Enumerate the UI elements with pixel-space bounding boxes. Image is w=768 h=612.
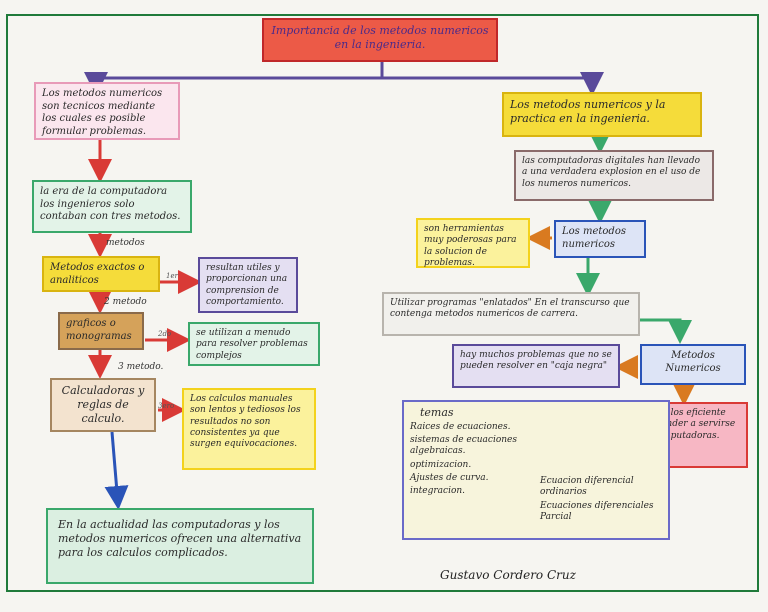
numeric-methods-box: Metodos Numericos bbox=[640, 344, 746, 385]
topics-title: temas bbox=[420, 406, 454, 419]
method2-box: graficos o monogramas bbox=[58, 312, 144, 350]
numeric-methods-text: Metodos Numericos bbox=[665, 350, 721, 374]
topic-item: integracion. bbox=[410, 486, 466, 496]
topics-list: Raices de ecuaciones. sistemas de ecuaci… bbox=[410, 422, 538, 498]
topic-item: sistemas de ecuaciones algebraicas. bbox=[410, 435, 517, 457]
computers-box: las computadoras digitales han llevado a… bbox=[514, 150, 714, 201]
method2-text: graficos o monogramas bbox=[66, 318, 132, 342]
black-box-text: hay muchos problemas que no se pueden re… bbox=[460, 350, 612, 372]
label-3-metodo: 3 metodo. bbox=[118, 362, 164, 372]
method2-note-text: se utilizan a menudo para resolver probl… bbox=[196, 328, 308, 361]
computer-era-text: la era de la computadora los ingenieros … bbox=[40, 186, 181, 222]
topic-extra-item: Ecuacion diferencial ordinarios bbox=[540, 476, 634, 498]
practice-text: Los metodos numericos y la practica en l… bbox=[510, 98, 666, 125]
method3-note-box: Los calculos manuales son lentos y tedio… bbox=[182, 388, 316, 470]
method1-note-text: resultan utiles y proporcionan una compr… bbox=[206, 263, 288, 307]
method3-note-text: Los calculos manuales son lentos y tedio… bbox=[190, 394, 301, 449]
method2-note-box: se utilizan a menudo para resolver probl… bbox=[188, 322, 320, 366]
computers-text: las computadoras digitales han llevado a… bbox=[522, 156, 701, 189]
label-metodos: metodos bbox=[106, 238, 145, 248]
topics-box: temas Raices de ecuaciones. sistemas de … bbox=[402, 400, 670, 540]
topic-item: Ajustes de curva. bbox=[410, 472, 489, 483]
title-text: Importancia de los metodos numericos en … bbox=[271, 24, 489, 51]
m3-to-conclusion-arrow bbox=[104, 431, 129, 510]
black-box-note: hay muchos problemas que no se pueden re… bbox=[452, 344, 620, 388]
programs-to-numeric-arrow bbox=[640, 318, 692, 344]
programs-text: Utilizar programas "enlatados" En el tra… bbox=[390, 298, 630, 320]
label-1er: 1er bbox=[166, 272, 178, 280]
signature: Gustavo Cordero Cruz bbox=[440, 568, 576, 582]
topic-item: Raices de ecuaciones. bbox=[410, 421, 511, 432]
methods-box: Los metodos numericos bbox=[554, 220, 646, 258]
topic-extra-item: Ecuaciones diferenciales Parcial bbox=[540, 500, 654, 522]
conclusion-box: En la actualidad las computadoras y los … bbox=[46, 508, 314, 584]
title-box: Importancia de los metodos numericos en … bbox=[262, 18, 498, 62]
method3-box: Calculadoras y reglas de calculo. bbox=[50, 378, 156, 432]
title-to-right-arrow bbox=[382, 72, 604, 96]
conclusion-text: En la actualidad las computadoras y los … bbox=[58, 518, 302, 559]
method3-text: Calculadoras y reglas de calculo. bbox=[61, 384, 145, 425]
efficient-text: son vehiculos eficiente para aprender a … bbox=[622, 408, 736, 441]
methods-text: Los metodos numericos bbox=[562, 226, 626, 250]
tools-note-text: son herramientas muy poderosas para la s… bbox=[424, 224, 517, 268]
method1-box: Metodos exactos o analiticos bbox=[42, 256, 160, 292]
label-2-metodo: 2 metodo bbox=[104, 297, 147, 307]
green-frame bbox=[6, 14, 759, 592]
topics-extra-list: Ecuacion diferencial ordinarios Ecuacion… bbox=[540, 474, 664, 525]
definition-text: Los metodos numericos son tecnicos media… bbox=[42, 88, 163, 137]
practice-box: Los metodos numericos y la practica en l… bbox=[502, 92, 702, 137]
definition-box: Los metodos numericos son tecnicos media… bbox=[34, 82, 180, 140]
topic-item: optimizacion. bbox=[410, 459, 472, 470]
method1-note-box: resultan utiles y proporcionan una compr… bbox=[198, 257, 298, 313]
tools-note-box: son herramientas muy poderosas para la s… bbox=[416, 218, 530, 268]
label-3ero: 3ero bbox=[158, 402, 175, 410]
label-2do: 2do bbox=[158, 330, 172, 338]
method1-text: Metodos exactos o analiticos bbox=[50, 262, 145, 286]
programs-box: Utilizar programas "enlatados" En el tra… bbox=[382, 292, 640, 336]
computer-era-box: la era de la computadora los ingenieros … bbox=[32, 180, 192, 233]
